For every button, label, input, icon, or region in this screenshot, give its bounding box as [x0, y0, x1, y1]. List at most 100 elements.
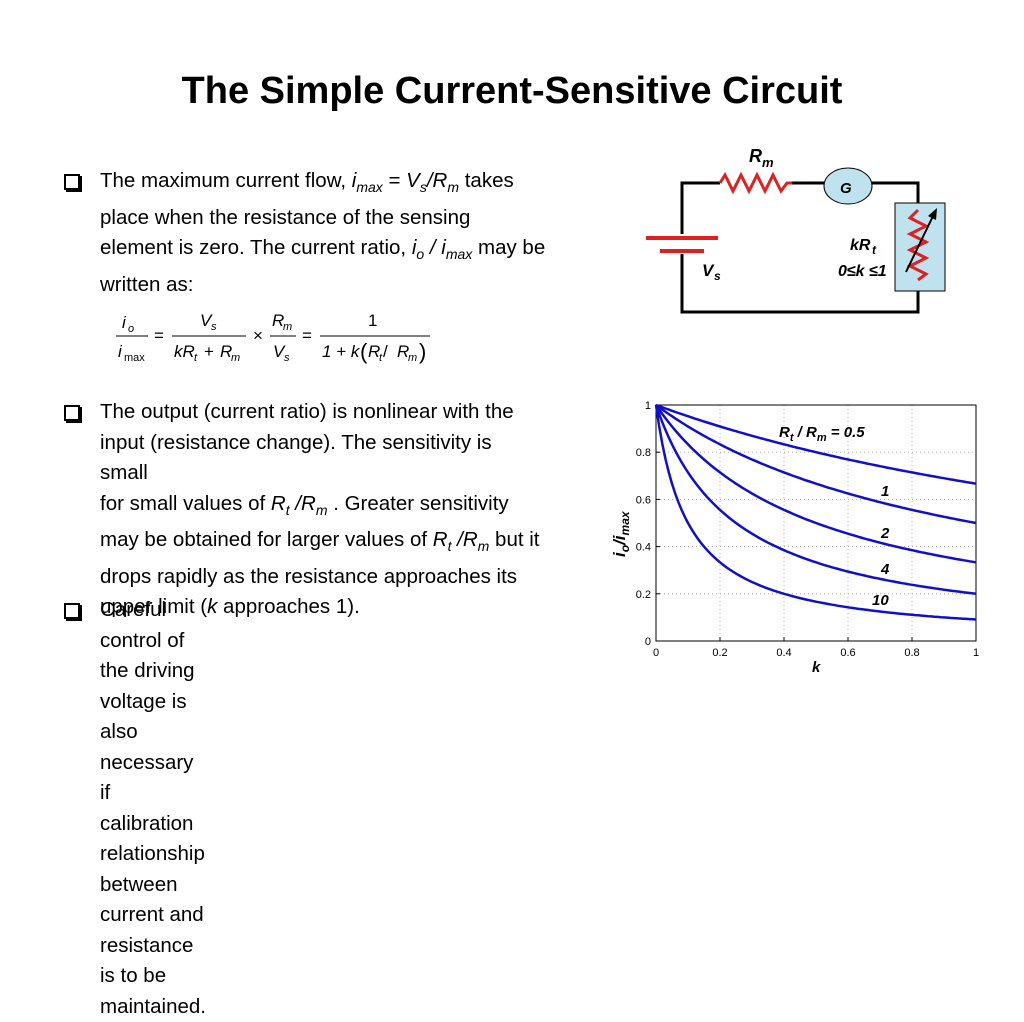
galvanometer-label: G	[840, 180, 852, 197]
formula-denominator: 1 + k	[322, 342, 361, 361]
bullet-text: R	[432, 169, 448, 192]
galvanometer-icon	[823, 167, 873, 205]
bullet-text: input (resistance change). The sensitivi…	[100, 430, 492, 485]
annotation-ratio-1: 1	[881, 483, 889, 500]
bullet-text: =	[382, 169, 407, 192]
bullet-text: place when the resistance of the sensing	[100, 205, 471, 229]
equals-sign: =	[302, 326, 312, 345]
y-tick-label: 1	[645, 400, 651, 412]
formula-vs: V	[273, 342, 286, 361]
series-line-ratio-2	[654, 404, 977, 564]
annotation-ratio-4: 4	[880, 561, 890, 578]
bullet-text: max	[445, 246, 473, 262]
circuit-wire	[872, 181, 920, 204]
annotation-ratio-10: 10	[872, 592, 889, 609]
x-tick-label: 0.2	[712, 647, 727, 659]
x-tick-label: 0.8	[904, 647, 919, 659]
y-tick-label: 0.4	[636, 542, 651, 554]
formula-rt: R	[368, 342, 380, 361]
bullet-text: necessary if calibration relationship be…	[100, 750, 205, 896]
formula-paren: )	[419, 339, 426, 364]
checkbox-bullet-icon	[64, 174, 80, 190]
krt-label-sub: t	[872, 243, 877, 257]
bullet-text: m	[477, 538, 490, 554]
bullet-text: i	[411, 236, 417, 259]
ann-r2-sub: m	[817, 432, 827, 444]
formula-krt: kR	[174, 342, 195, 361]
y-tick-label: 0	[645, 636, 651, 648]
series-line-ratio-1	[655, 403, 977, 525]
formula-imax-sub: max	[124, 352, 145, 364]
y-label-max: max	[618, 510, 632, 535]
ann-value: = 0.5	[827, 424, 866, 441]
x-tick-label: 0.6	[840, 647, 855, 659]
bullet-text: for small values of	[100, 491, 271, 515]
formula-imax: i	[118, 342, 123, 361]
bullet-text: The output (current ratio) is nonlinear …	[100, 400, 514, 423]
bullet-text: element is zero. The current ratio,	[100, 236, 412, 259]
bullet-text: current and resistance is to be maintain…	[100, 903, 206, 1018]
ann-r-sub: t	[790, 432, 795, 444]
formula-slash: /	[383, 342, 388, 361]
y-tick-label: 0.2	[636, 589, 651, 601]
vs-label-sub: s	[714, 269, 721, 283]
bullet-text: may be	[472, 236, 546, 259]
bullet-text: takes	[459, 169, 514, 192]
y-axis-label: io/imax	[610, 510, 632, 557]
bullet-text: R	[301, 491, 316, 515]
formula-vs: V	[200, 311, 213, 330]
bullet-text: o	[416, 246, 425, 262]
sensing-element-box	[894, 202, 946, 292]
formula-io-sub: o	[128, 323, 134, 335]
times-sign: ×	[253, 326, 263, 345]
equals-sign: =	[154, 326, 164, 345]
formula-vs-sub: s	[211, 321, 217, 333]
bullet-text: written as:	[100, 272, 194, 296]
series-line-ratio-4	[654, 404, 977, 596]
bullet-text: i	[441, 236, 446, 259]
bullet-text: k	[207, 595, 218, 618]
bullet-text: t	[285, 501, 290, 518]
bullet-text: R	[270, 491, 286, 515]
vs-label: V	[702, 261, 715, 280]
annotation-ratio-2: 2	[880, 525, 890, 542]
resistor-rm-icon	[718, 171, 792, 195]
bullet-text: i	[351, 169, 357, 192]
checkbox-bullet-icon	[64, 405, 80, 421]
annotation-ratio-0.5: Rt / Rm = 0.5	[779, 424, 865, 444]
bullet-text: /	[289, 491, 302, 515]
bullet-text: /	[426, 169, 433, 192]
variable-arrow-icon	[905, 213, 935, 273]
x-tick-label: 0	[653, 647, 659, 659]
y-label-slash: /i	[610, 534, 629, 546]
x-tick-label: 1	[973, 647, 979, 659]
krt-label: kR	[850, 237, 871, 254]
bullet-text: The maximum current flow,	[100, 169, 352, 192]
bullet-text: may be obtained for larger values of	[100, 528, 433, 551]
bullet-text: m	[447, 179, 460, 195]
bullet-text: /	[451, 528, 463, 551]
formula-io: i	[122, 313, 127, 332]
bullet-text: R	[432, 528, 448, 551]
rm-label-sub: m	[762, 155, 774, 170]
bullet-text: . Greater sensitivity	[327, 491, 509, 515]
current-ratio-formula: i o i max = V s kR t + R m × R m V s = 1…	[116, 311, 430, 364]
series-line-ratio-10	[654, 404, 977, 621]
formula-rm-sub: m	[408, 352, 417, 364]
plus-sign: +	[204, 342, 214, 361]
bullet-text: approaches 1).	[217, 595, 360, 618]
rm-label: R	[749, 146, 762, 166]
formula-rm-sub: m	[283, 321, 292, 333]
y-tick-label: 0.8	[636, 447, 651, 459]
formula-krt-sub: t	[194, 352, 198, 364]
arrow-head-icon	[928, 208, 937, 220]
series-line-ratio-0.5	[655, 403, 977, 485]
formula-one: 1	[368, 311, 377, 330]
bullet-text: t	[447, 538, 452, 554]
y-label-o: o	[618, 545, 632, 552]
bullet-text: upper limit (	[100, 595, 208, 618]
bullet-text: V	[406, 169, 420, 192]
ann-r2: / R	[794, 424, 818, 441]
bullet-text: Careful control of the driving voltage i…	[100, 598, 195, 743]
